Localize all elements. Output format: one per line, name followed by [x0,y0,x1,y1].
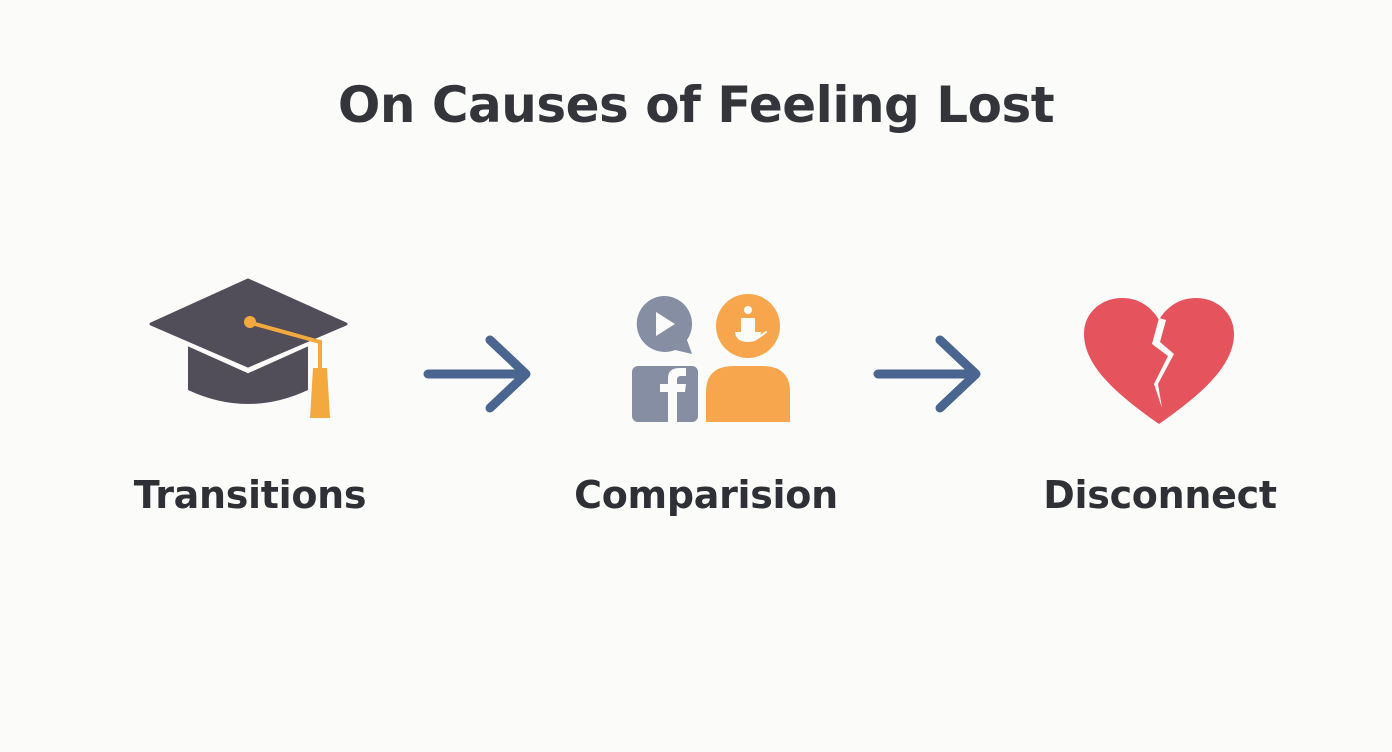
arrow-right-icon [423,335,531,413]
step-transitions [148,278,348,423]
diagram-title: On Causes of Feeling Lost [337,76,1055,134]
step-disconnect [1082,296,1236,426]
step-label-disconnect: Disconnect [1043,473,1277,517]
step-label-comparison: Comparision [574,473,838,517]
connector-arrow-2 [872,332,984,420]
graduation-cap-icon [148,278,348,418]
step-label-transitions: Transitions [133,473,367,517]
connector-arrow-1 [422,332,534,420]
step-comparison [630,292,792,424]
broken-heart-icon [1084,298,1234,424]
arrow-right-icon [873,335,981,413]
social-media-comparison-icon [632,294,790,422]
